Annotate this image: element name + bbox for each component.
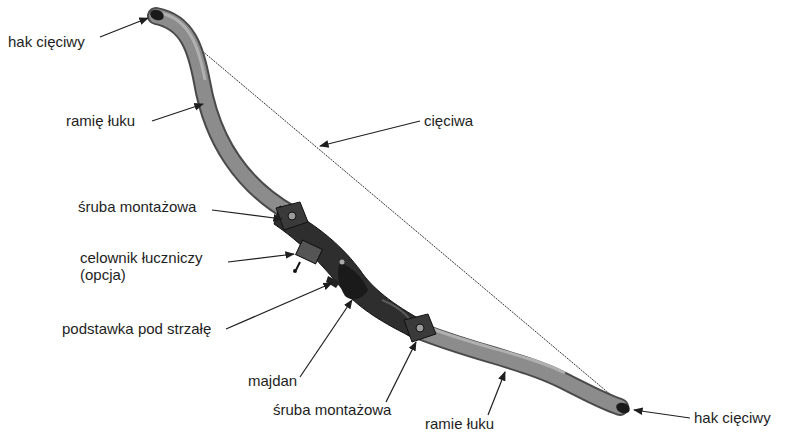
part-label: podstawka pod strzałę <box>62 320 211 337</box>
arrow-rest <box>326 276 340 288</box>
part-label: hak cięciwy <box>694 409 771 426</box>
part-label: celownik łuczniczy (opcja) <box>80 249 220 283</box>
string-hook <box>149 8 632 415</box>
leader-line <box>100 18 690 418</box>
mounting-screw <box>276 202 436 342</box>
part-label: majdan <box>248 372 297 389</box>
part-label: śruba montażowa <box>273 401 391 418</box>
archery-sight <box>293 240 345 273</box>
lower-limb <box>412 324 620 407</box>
part-label: ramie łuku <box>425 415 494 432</box>
part-label: hak cięciwy <box>8 33 85 50</box>
bowstring <box>163 18 624 406</box>
part-label: cięciwa <box>424 112 473 129</box>
upper-limb <box>156 13 292 214</box>
part-label: śruba montażowa <box>78 198 196 215</box>
part-label: ramię łuku <box>66 112 135 129</box>
